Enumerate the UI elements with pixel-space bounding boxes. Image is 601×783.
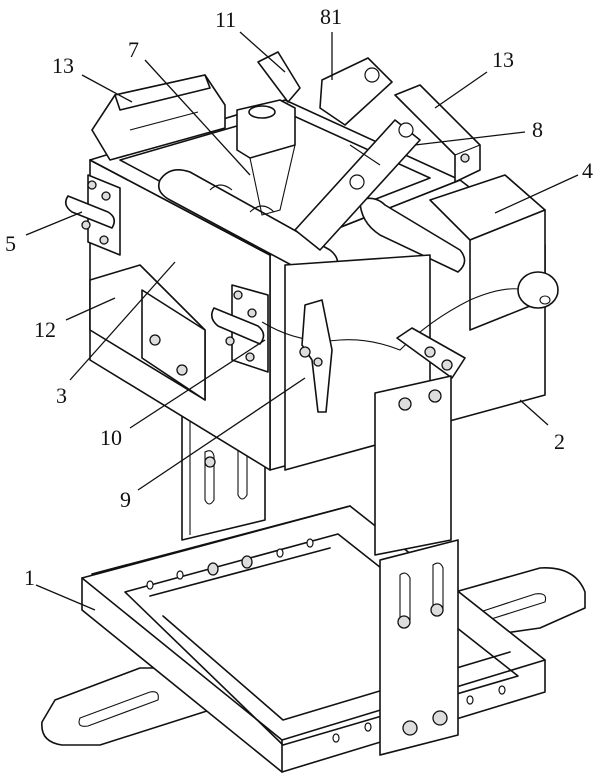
callout-81: 81 bbox=[320, 4, 342, 29]
part-11-arm bbox=[258, 52, 300, 102]
callout-9: 9 bbox=[120, 487, 131, 512]
base-frame bbox=[42, 506, 585, 772]
leader-5 bbox=[26, 212, 82, 235]
callout-1: 1 bbox=[24, 565, 35, 590]
part-81-plate bbox=[320, 58, 392, 125]
callout-5: 5 bbox=[5, 231, 16, 256]
callout-7: 7 bbox=[128, 37, 139, 62]
callout-12: 12 bbox=[34, 317, 56, 342]
leader-13b bbox=[435, 72, 487, 108]
callout-10: 10 bbox=[100, 425, 122, 450]
callout-13-right: 13 bbox=[492, 47, 514, 72]
leader-13a bbox=[82, 75, 132, 102]
callout-8: 8 bbox=[532, 117, 543, 142]
callout-11: 11 bbox=[215, 7, 236, 32]
front-upright bbox=[375, 376, 458, 755]
callout-13-left: 13 bbox=[52, 53, 74, 78]
callout-2: 2 bbox=[554, 429, 565, 454]
callout-4: 4 bbox=[582, 158, 593, 183]
callout-3: 3 bbox=[56, 383, 67, 408]
leader-2 bbox=[520, 400, 548, 425]
